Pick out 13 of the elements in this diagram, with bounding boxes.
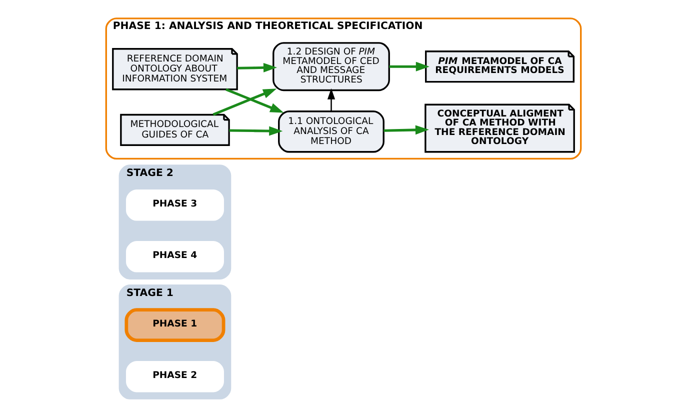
node-box: PHASE 1 — [124, 308, 225, 342]
arrow — [228, 126, 282, 136]
node-box: PHASE 3 — [125, 190, 224, 221]
arrow — [383, 125, 428, 135]
arrow — [388, 62, 429, 72]
arrow — [212, 88, 276, 116]
arrow — [236, 62, 277, 72]
node-box: 1.2 DESIGN OF PIM METAMODEL OF CED AND MESSAGE STRUCTURES — [272, 42, 390, 92]
arrow — [225, 88, 284, 113]
arrow — [326, 88, 335, 112]
node-box: 1.1 ONTOLOGICAL ANALYSIS OF CA METHOD — [278, 110, 384, 153]
node-box: PHASE 4 — [125, 241, 224, 272]
node-box: PHASE 2 — [125, 360, 224, 392]
